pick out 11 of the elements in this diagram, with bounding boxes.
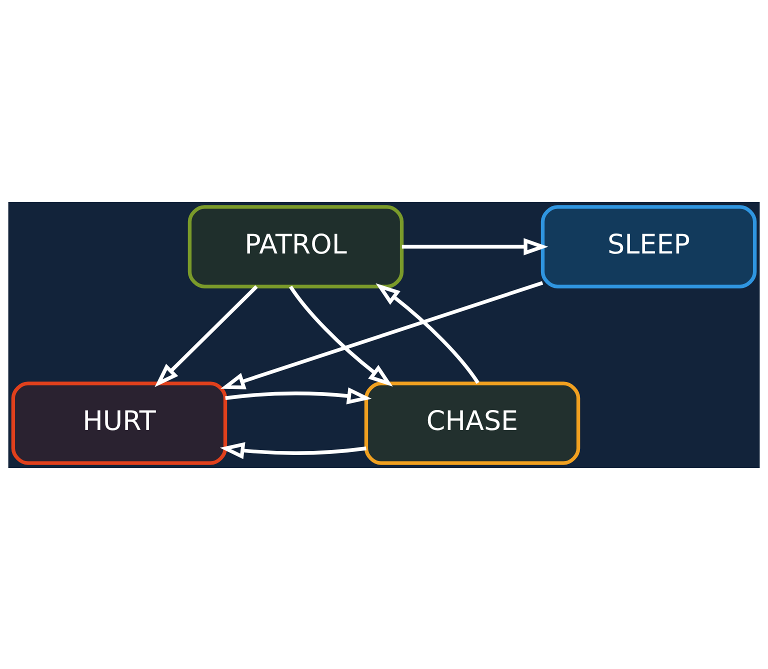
arrow xyxy=(288,285,393,386)
node-box: PATROL xyxy=(188,204,404,288)
node-box: HURT xyxy=(11,381,228,464)
arrow xyxy=(154,284,258,387)
arrow xyxy=(220,442,366,459)
arrow xyxy=(225,386,372,404)
node-box: CHASE xyxy=(364,381,580,464)
arrow xyxy=(220,280,544,389)
arrow xyxy=(376,282,480,384)
node-box: SLEEP xyxy=(540,204,757,288)
arrow xyxy=(402,238,548,255)
